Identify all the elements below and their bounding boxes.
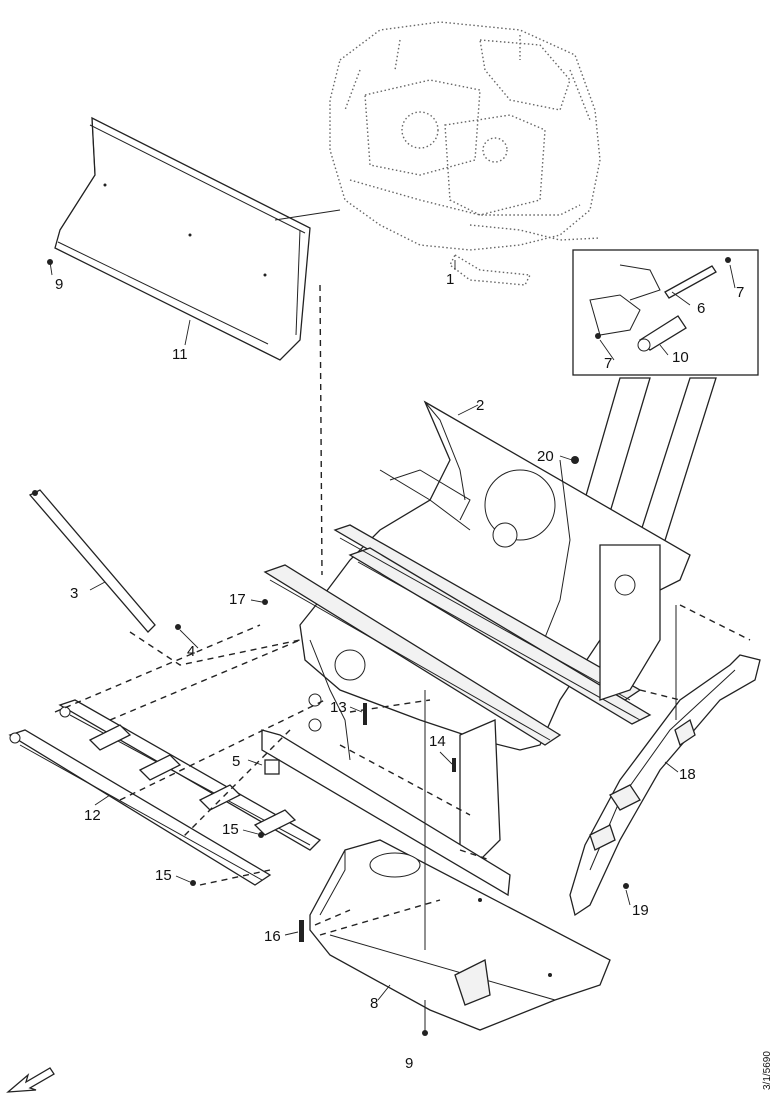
leader-2 xyxy=(457,404,479,416)
figure-reference: 3/1/5690 xyxy=(762,1051,773,1090)
callout-labels: 1 2 3 4 5 6 7 7 8 9 9 10 11 12 13 14 15 … xyxy=(55,271,744,1072)
callout-17: 17 xyxy=(229,591,246,608)
callout-7-top: 7 xyxy=(736,284,744,301)
leader-12 xyxy=(94,794,111,806)
callout-18: 18 xyxy=(679,766,696,783)
callout-12: 12 xyxy=(84,807,101,824)
callout-15-top: 15 xyxy=(222,821,239,838)
callout-10: 10 xyxy=(672,349,689,366)
callout-4: 4 xyxy=(187,643,195,660)
callout-7-bottom: 7 xyxy=(604,355,612,372)
callout-leaders xyxy=(175,264,736,936)
leader-18 xyxy=(664,761,679,773)
shield-panel xyxy=(54,116,311,361)
leader-8 xyxy=(377,984,391,1001)
main-frame xyxy=(263,400,691,861)
assembly-lines xyxy=(54,284,751,1035)
panel-to-engine-line xyxy=(274,209,341,221)
callout-9-top: 9 xyxy=(55,276,63,293)
callout-14: 14 xyxy=(429,733,446,750)
skid-plate xyxy=(309,839,611,1031)
callout-15-bottom: 15 xyxy=(155,867,172,884)
bracket-part xyxy=(261,729,511,897)
callout-9-bottom: 9 xyxy=(405,1055,413,1072)
callout-1: 1 xyxy=(446,271,454,288)
callout-6: 6 xyxy=(697,300,705,317)
callout-8: 8 xyxy=(370,995,378,1012)
callout-16: 16 xyxy=(264,928,281,945)
callout-2: 2 xyxy=(476,397,484,414)
front-beam-assembly xyxy=(8,699,322,886)
fasteners xyxy=(47,259,629,1036)
leader-3 xyxy=(89,581,106,591)
orientation-arrow-icon xyxy=(6,1067,55,1093)
callout-5: 5 xyxy=(232,753,240,770)
detail-inset xyxy=(572,249,759,376)
callout-13: 13 xyxy=(330,699,347,716)
strut-bar xyxy=(28,489,156,633)
engine-assembly xyxy=(329,21,601,286)
callout-19: 19 xyxy=(632,902,649,919)
callout-3: 3 xyxy=(70,585,78,602)
callout-11: 11 xyxy=(172,346,188,363)
callout-20: 20 xyxy=(537,448,554,465)
side-rail xyxy=(569,654,761,917)
